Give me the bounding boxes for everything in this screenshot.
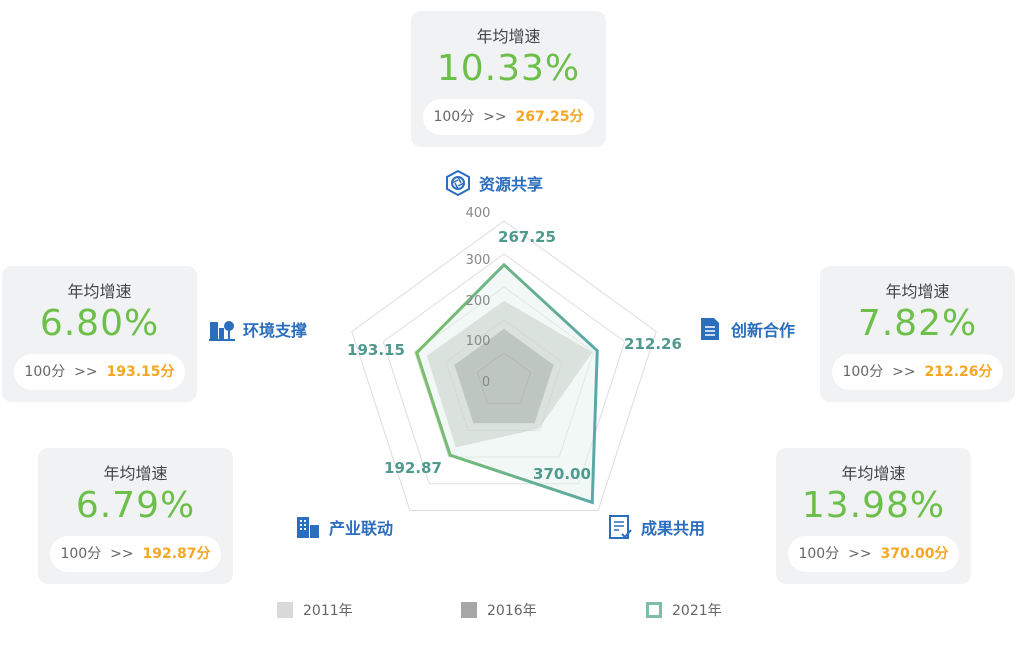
data-label: 212.26 [624,335,682,353]
card-title: 年均增速 [841,464,906,483]
card-rate: 6.79% [75,485,196,526]
card-rate: 6.80% [39,303,160,344]
tick-label: 200 [466,294,491,309]
score-from: 100分 [60,546,102,562]
tick-label: 100 [466,334,491,349]
axis-label-results: 成果共用 [607,514,705,540]
card-score: 100分 >> 192.87分 [50,536,221,572]
legend-label: 2011年 [303,603,353,619]
card-title: 年均增速 [885,282,950,301]
card-title: 年均增速 [476,27,541,46]
axis-label-industry: 产业联动 [295,514,393,540]
card-innovation: 年均增速 7.82% 100分 >> 212.26分 [820,266,1015,402]
grid-ring [351,220,657,511]
score-from: 100分 [798,546,840,562]
score-arrow: >> [483,109,507,125]
data-label: 193.15 [347,341,405,359]
document-icon [701,318,719,340]
card-rate: 7.82% [857,303,978,344]
card-environment: 年均增速 6.80% 100分 >> 193.15分 [2,266,197,402]
card-title: 年均增速 [103,464,168,483]
score-from: 100分 [842,364,884,380]
score-arrow: >> [110,546,134,562]
legend-2016[interactable]: 2016年 [461,600,537,620]
axis-label-text: 创新合作 [731,321,796,340]
score-to: 212.26分 [924,364,993,380]
score-arrow: >> [892,364,916,380]
score-from: 100分 [24,364,66,380]
legend-label: 2021年 [672,603,722,619]
aperture-icon [446,170,470,196]
axis-label-environment: 环境支撑 [209,316,307,342]
score-to: 192.87分 [142,546,211,562]
card-score: 100分 >> 212.26分 [832,354,1003,390]
checklist-icon [609,515,632,539]
legend-swatch [277,602,293,618]
score-arrow: >> [848,546,872,562]
card-rate: 13.98% [801,485,946,526]
score-to: 370.00分 [880,546,949,562]
card-resource-sharing: 年均增速 10.33% 100分 >> 267.25分 [411,11,606,147]
card-title: 年均增速 [67,282,132,301]
city-tree-icon [209,321,235,341]
buildings-icon [297,517,319,538]
tick-label: 400 [466,206,491,221]
legend-2011[interactable]: 2011年 [277,600,353,620]
card-rate: 10.33% [436,48,581,89]
grid-ring [382,253,626,485]
card-score: 100分 >> 193.15分 [14,354,185,390]
axis-label-text: 成果共用 [641,519,706,538]
legend-label: 2016年 [487,603,537,619]
score-to: 267.25分 [515,109,584,125]
data-label: 267.25 [498,228,556,246]
legend-2021[interactable]: 2021年 [646,600,722,620]
card-industry: 年均增速 6.79% 100分 >> 192.87分 [38,448,233,584]
series-2021-area [415,262,599,505]
score-from: 100分 [433,109,475,125]
axis-label-resource-sharing: 资源共享 [445,170,543,196]
tick-label: 300 [466,253,491,268]
card-score: 100分 >> 370.00分 [788,536,959,572]
axis-label-text: 资源共享 [479,175,544,194]
score-arrow: >> [74,364,98,380]
legend-swatch [646,602,662,618]
axis-label-text: 环境支撑 [243,321,308,340]
axis-label-innovation: 创新合作 [697,316,795,342]
card-results: 年均增速 13.98% 100分 >> 370.00分 [776,448,971,584]
legend-swatch [461,602,477,618]
score-to: 193.15分 [106,364,175,380]
data-label: 192.87 [384,459,442,477]
tick-label: 0 [482,375,490,390]
card-score: 100分 >> 267.25分 [423,99,594,135]
axis-label-text: 产业联动 [329,519,394,538]
data-label: 370.00 [533,465,591,483]
